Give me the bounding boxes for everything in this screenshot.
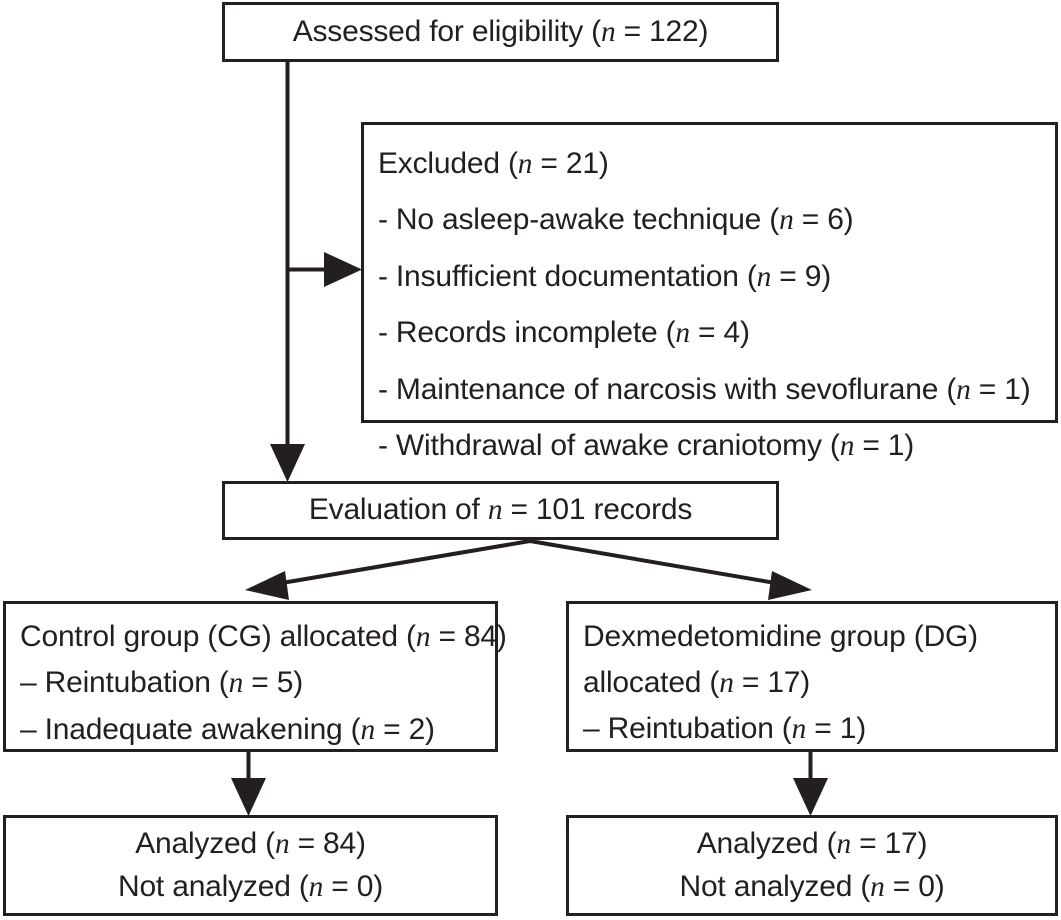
- node-dexmedetomidine-group-allocated: Dexmedetomidine group (DG) allocated (n …: [566, 601, 1058, 752]
- connector-evaluation-to-control-arrowhead: [245, 571, 289, 600]
- node-line: - Withdrawal of awake craniotomy (n = 1): [378, 429, 915, 463]
- connector-evaluation-to-dex-line: [529, 539, 788, 587]
- connector-control-to-analyzed-arrowhead: [231, 778, 266, 816]
- node-line: Dexmedetomidine group (DG): [583, 620, 978, 653]
- node-analyzed-dexmedetomidine-group: Analyzed (n = 17) Not analyzed (n = 0): [566, 815, 1058, 916]
- node-line: Not analyzed (n = 0): [117, 869, 384, 903]
- connector-assessed-to-excluded-arrowhead: [324, 252, 362, 287]
- connector-evaluation-to-control-line: [269, 539, 531, 587]
- node-line: - Records incomplete (n = 4): [378, 316, 750, 350]
- node-line: – Inadequate awakening (n = 2): [20, 712, 435, 746]
- node-assessed-for-eligibility: Assessed for eligibility (n = 122): [222, 2, 779, 62]
- node-line: Assessed for eligibility (n = 122): [292, 14, 709, 48]
- node-line: allocated (n = 17): [583, 666, 811, 699]
- node-control-group-allocated: Control group (CG) allocated (n = 84) – …: [3, 601, 507, 752]
- node-excluded: Excluded (n = 21) - No asleep-awake tech…: [361, 122, 1058, 461]
- node-line: – Reintubation (n = 5): [20, 666, 303, 700]
- connector-evaluation-to-dex-arrowhead: [768, 571, 812, 600]
- node-line: Control group (CG) allocated (n = 84): [20, 620, 507, 653]
- node-line: Analyzed (n = 84): [135, 827, 366, 861]
- node-line: Excluded (n = 21): [378, 147, 609, 180]
- node-line: Not analyzed (n = 0): [679, 869, 945, 903]
- node-evaluation-of-records: Evaluation of n = 101 records: [222, 481, 779, 540]
- connector-assessed-to-evaluation-arrowhead: [270, 444, 305, 482]
- node-line: Analyzed (n = 17): [696, 827, 928, 861]
- node-line: Evaluation of n = 101 records: [308, 493, 693, 527]
- connector-dex-to-analyzed-arrowhead: [793, 778, 828, 816]
- node-line: - Insufficient documentation (n = 9): [378, 259, 832, 293]
- node-line: - Maintenance of narcosis with sevoflura…: [378, 372, 1031, 406]
- node-line: - No asleep-awake technique (n = 6): [378, 203, 854, 237]
- node-line: – Reintubation (n = 1): [583, 712, 866, 746]
- node-analyzed-control-group: Analyzed (n = 84) Not analyzed (n = 0): [3, 815, 498, 916]
